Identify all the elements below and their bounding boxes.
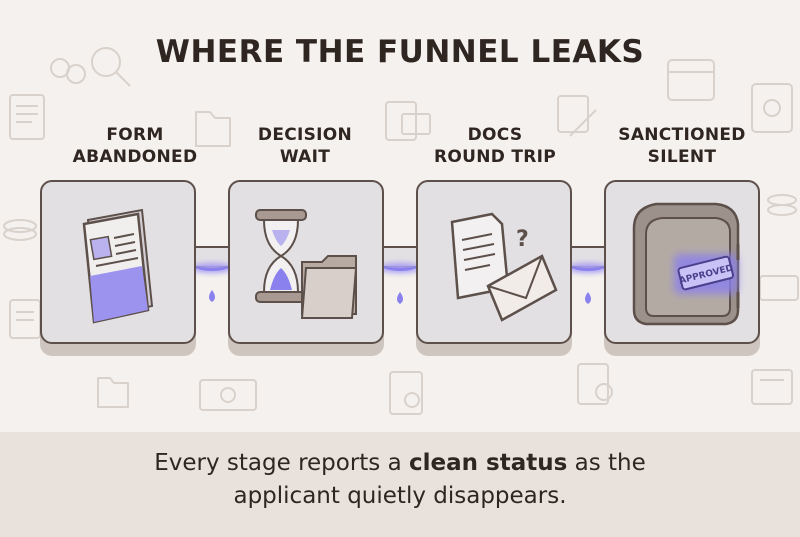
stage-card-decision-wait	[228, 180, 384, 344]
stage-label-decision-wait: DECISION WAIT	[257, 125, 353, 167]
papers-doodle-icon	[385, 101, 431, 141]
footer-band	[0, 432, 800, 537]
coins-doodle-icon	[50, 58, 86, 84]
money-right-doodle-icon	[759, 275, 799, 301]
document-doodle-icon	[9, 94, 45, 140]
leak-drops	[190, 263, 610, 304]
hourglass-folder-icon	[255, 209, 358, 319]
leak-drop-2	[397, 292, 403, 304]
cash-register-doodle-icon	[751, 83, 793, 133]
stage-label-form-abandoned: FORM ABANDONED	[72, 125, 198, 167]
magnifier-coin-doodle-icon	[91, 47, 131, 87]
stage-card-docs-round-trip: ?	[416, 180, 572, 344]
leak-drop-3	[585, 292, 591, 304]
pen-doodle-icon	[557, 95, 597, 137]
receipt-doodle-icon	[389, 371, 423, 415]
document-envelope-icon: ?	[450, 212, 558, 322]
cash-doodle-icon	[199, 379, 257, 411]
coin-stack-doodle-icon	[3, 219, 37, 241]
caption-emphasis: clean status	[409, 450, 568, 476]
wallet-doodle-icon	[667, 59, 715, 101]
stage-card-form-abandoned	[40, 180, 196, 344]
stage-label-docs-round-trip: DOCS ROUND TRIP	[433, 125, 557, 167]
diagram-title: WHERE THE FUNNEL LEAKS	[155, 34, 645, 70]
coins-right-doodle-icon	[767, 194, 797, 216]
vault-approved-icon: APPROVED	[632, 202, 740, 326]
folder-doodle-icon	[195, 111, 231, 147]
calculator-doodle-icon	[751, 369, 793, 405]
form-doodle-icon	[577, 363, 613, 405]
approved-stamp: APPROVED	[677, 255, 734, 291]
svg-text:?: ?	[516, 227, 529, 252]
stage-label-sanctioned-silent: SANCTIONED SILENT	[618, 125, 746, 167]
folder-bottom-doodle-icon	[97, 377, 129, 408]
caption: Every stage reports a clean status as th…	[154, 450, 646, 509]
stage-card-sanctioned-silent: APPROVED	[604, 180, 760, 344]
leak-drop-1	[209, 290, 215, 302]
form-document-icon	[82, 208, 154, 324]
